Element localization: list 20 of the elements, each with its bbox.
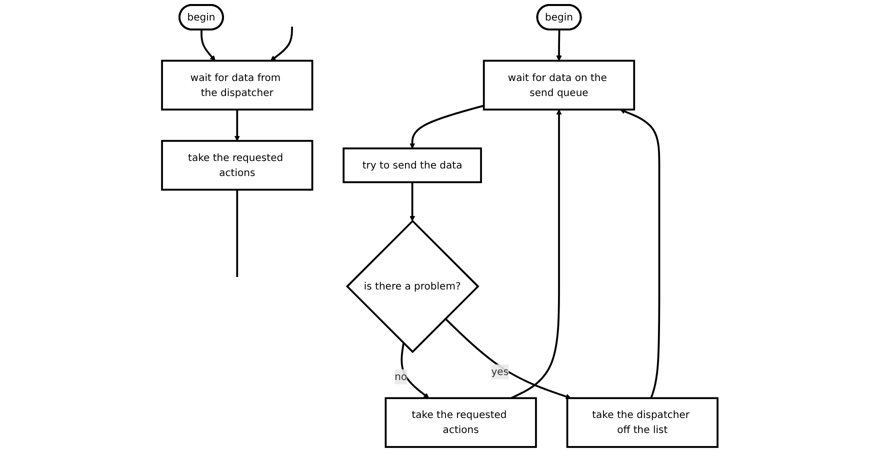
arrow	[409, 182, 415, 222]
edge-label: yes	[490, 366, 508, 378]
node-box: take the requested actions	[160, 140, 313, 191]
arrow	[200, 30, 216, 61]
node-box: wait for data on the send queue	[482, 60, 635, 110]
node-box: try to send the data	[342, 147, 482, 184]
arrow	[444, 318, 571, 400]
arrow	[510, 109, 562, 399]
arrow	[270, 26, 293, 61]
edge-label: no	[394, 370, 407, 382]
node-diamond: is there a problem?	[346, 220, 480, 354]
connector	[236, 190, 238, 278]
arrow	[556, 30, 562, 61]
node-box: take the dispatcher off the list	[566, 397, 718, 448]
node-box: take the requested actions	[384, 397, 537, 448]
arrow	[409, 104, 484, 149]
arrow	[234, 110, 240, 142]
node-box: wait for data from the dispatcher	[160, 60, 313, 110]
arrow	[400, 342, 429, 398]
arrow	[620, 108, 660, 398]
